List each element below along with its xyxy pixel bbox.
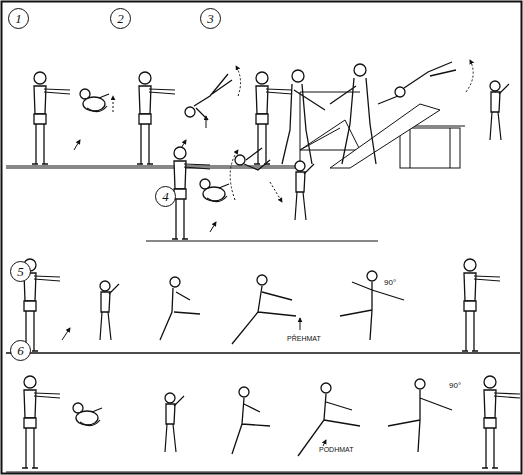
callout-number: 5 xyxy=(17,265,24,278)
callout-number: 4 xyxy=(162,190,169,203)
callout-number: 3 xyxy=(207,12,214,25)
callout-number: 1 xyxy=(15,12,22,25)
callout-number: 6 xyxy=(17,344,24,357)
callout-circle: 4 xyxy=(155,186,176,207)
callout-circle: 3 xyxy=(200,8,221,29)
annotation-label: PŘEHMAT xyxy=(286,335,322,342)
callout-circle: 2 xyxy=(110,8,131,29)
callout-circle: 1 xyxy=(8,8,29,29)
callout-circle: 6 xyxy=(10,340,31,361)
callout-number: 2 xyxy=(117,12,124,25)
callout-circle: 5 xyxy=(10,261,31,282)
annotation-label: 90° xyxy=(448,382,462,390)
annotation-label: 90° xyxy=(383,279,397,287)
annotation-label: PODHMAT xyxy=(318,446,354,453)
